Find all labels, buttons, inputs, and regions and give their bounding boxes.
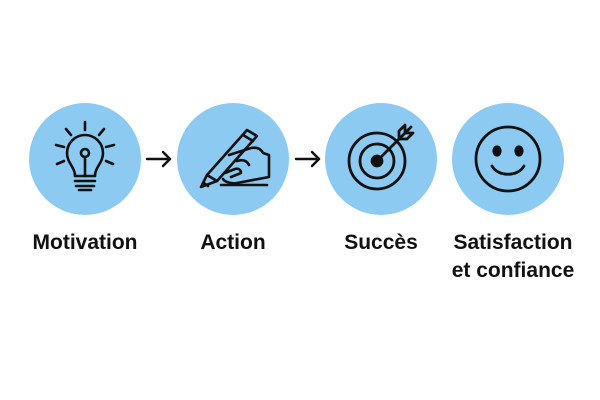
arrow-right-icon	[294, 150, 321, 168]
step-label-satisfaction: Satisfaction et confiance	[438, 229, 588, 285]
step-label-satisfaction-line2: et confiance	[451, 259, 575, 282]
smiley-face-icon	[474, 125, 542, 193]
step-label-motivation: Motivation	[32, 231, 138, 254]
step-label-action: Action	[200, 231, 266, 254]
step-circle-motivation	[29, 103, 141, 215]
step-label-succes: Succès	[344, 231, 418, 254]
arrow-right-icon	[145, 150, 172, 168]
target-arrow-icon	[347, 123, 415, 191]
hand-writing-pencil-icon	[199, 128, 271, 189]
lightbulb-icon	[54, 120, 116, 192]
step-circle-satisfaction	[452, 103, 564, 215]
step-label-satisfaction-line1: Satisfaction	[453, 231, 573, 254]
step-circle-action	[177, 103, 289, 215]
step-circle-succes	[325, 103, 437, 215]
